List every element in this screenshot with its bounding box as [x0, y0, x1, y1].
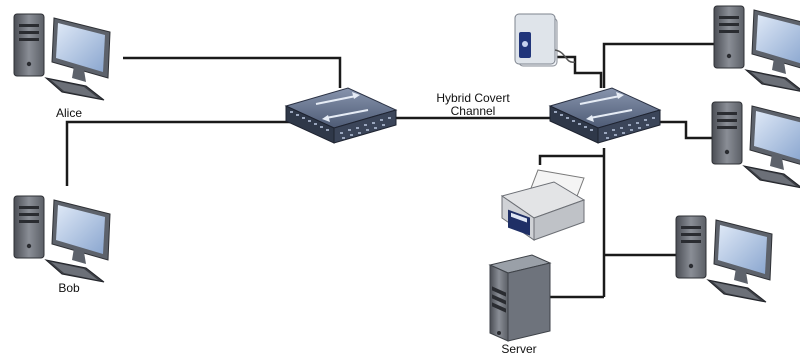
cable-bob [65, 120, 292, 186]
cable-printer [538, 154, 604, 165]
printer [500, 169, 586, 241]
desktop-computer-icon [675, 215, 773, 303]
desktop-computer-icon [713, 5, 800, 93]
left-switch [285, 87, 397, 144]
network-switch-icon [285, 87, 397, 144]
cable-right-top [602, 42, 720, 88]
external-drive-icon [514, 13, 576, 67]
bob-computer [13, 195, 111, 283]
bob-label: Bob [58, 281, 80, 295]
right-computer-mid [711, 101, 800, 189]
covert-channel-label-line2: Channel [450, 104, 496, 118]
network-switch-icon [549, 87, 661, 144]
cable-alice [123, 56, 342, 88]
covert-channel-label-line1: Hybrid Covert [436, 91, 510, 105]
server-tower-icon [488, 254, 552, 342]
right-computer-top [713, 5, 800, 93]
cable-storage [556, 55, 603, 88]
cable-right-mid [660, 120, 716, 140]
network-cables [65, 42, 720, 299]
desktop-computer-icon [13, 195, 111, 283]
printer-icon [500, 169, 586, 241]
desktop-computer-icon [13, 13, 111, 101]
desktop-computer-icon [711, 101, 800, 189]
covert-channel-label: Hybrid Covert Channel [418, 92, 528, 118]
storage-drive [514, 13, 576, 67]
server [488, 254, 552, 342]
server-label: Server [501, 342, 537, 356]
alice-label: Alice [55, 106, 82, 120]
right-switch [549, 87, 661, 144]
alice-computer [13, 13, 111, 101]
right-computer-bottom [675, 215, 773, 303]
